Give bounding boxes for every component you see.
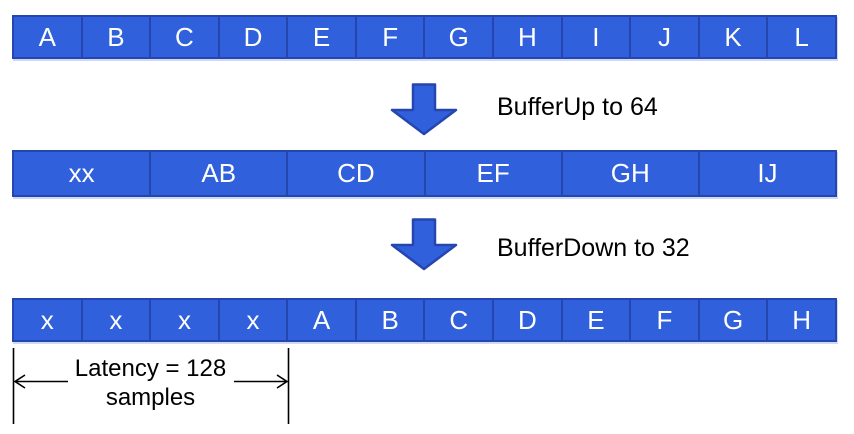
input-buffer-cell: C <box>149 17 218 57</box>
input-buffer-cell: B <box>80 17 150 57</box>
input-buffer-cell: K <box>697 17 767 57</box>
latency-left-arrowhead-icon <box>13 374 26 389</box>
input-buffer-cell: J <box>629 17 698 57</box>
buffered-down-cell: G <box>697 300 767 340</box>
buffered-up-cell: EF <box>423 152 561 195</box>
input-buffer-cell: A <box>38 21 56 52</box>
input-buffer-cell: L <box>766 17 835 57</box>
latency-label: Latency = 128 samples <box>74 355 227 411</box>
latency-extent-annotation <box>12 348 290 424</box>
buffered-down-cell: x <box>149 300 218 340</box>
buffered-up-cell: CD <box>286 152 423 195</box>
bufferup-label: BufferUp to 64 <box>497 93 658 121</box>
buffered-down-cell: x <box>217 300 287 340</box>
buffered-down-cell: E <box>560 300 630 340</box>
buffered-down-cell: D <box>492 300 561 340</box>
buffered-down-cell: x <box>80 300 150 340</box>
buffered-up-cell: GH <box>560 152 698 195</box>
buffered-down-cell: B <box>354 300 424 340</box>
down-arrow-icon <box>390 83 458 136</box>
buffered-down-cell: C <box>423 300 492 340</box>
buffered-up-cell: xx <box>68 158 95 188</box>
latency-right-arrowhead-icon <box>276 374 289 389</box>
latency-extent-lines <box>12 348 290 424</box>
buffered-up-cell: IJ <box>697 152 835 195</box>
down-arrow-shape <box>390 83 458 136</box>
input-buffer-cell: D <box>217 17 287 57</box>
bufferdown-label: BufferDown to 32 <box>497 234 690 262</box>
buffered-down-cell: x <box>40 304 54 335</box>
down-arrow-icon <box>390 218 458 271</box>
buffered-up-cell: AB <box>149 152 286 195</box>
input-buffer-cell: H <box>492 17 561 57</box>
down-arrow-shape <box>390 218 458 271</box>
input-buffer-cell: G <box>423 17 492 57</box>
input-buffer-cell: I <box>560 17 630 57</box>
buffered-down-cell: F <box>629 300 698 340</box>
input-buffer-cell: F <box>354 17 424 57</box>
input-buffer-cell: E <box>286 17 355 57</box>
buffered-down-cell: H <box>766 300 835 340</box>
buffered-down-cell: A <box>286 300 355 340</box>
